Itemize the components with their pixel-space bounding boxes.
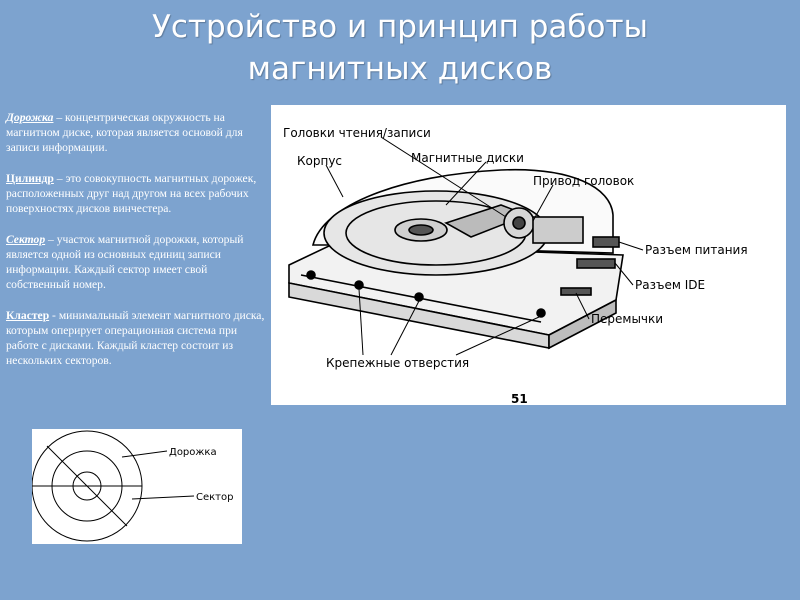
track-drawing: Дорожка Сектор [31, 430, 233, 542]
definition-text: это совокупность магнитных дорожек, расп… [6, 172, 257, 215]
slide-title: Устройство и принцип работы магнитных ди… [0, 6, 800, 90]
definition-cluster: Кластер - минимальный элемент магнитного… [6, 308, 268, 368]
label-actuator: Привод головок [533, 174, 634, 188]
leader-lines [325, 136, 644, 356]
term-sector: Сектор [6, 233, 46, 246]
label-power-connector: Разъем питания [645, 243, 748, 257]
term-cylinder: Цилиндр [6, 172, 54, 185]
definition-sector: Сектор – участок магнитной дорожки, кото… [6, 232, 268, 292]
title-line-1: Устройство и принцип работы [152, 9, 648, 45]
definitions-list: Дорожка – концентрическая окружность на … [6, 110, 268, 384]
hdd-diagram: Головки чтения/записи Корпус Магнитные д… [271, 105, 786, 406]
page-number: 51 [511, 392, 528, 405]
label-case: Корпус [297, 154, 342, 168]
label-heads: Головки чтения/записи [283, 126, 431, 140]
definition-text: участок магнитной дорожки, который являе… [6, 233, 244, 291]
label-track: Дорожка [169, 447, 217, 458]
label-platters: Магнитные диски [411, 151, 524, 165]
definition-separator: – [45, 233, 57, 246]
label-mount-holes: Крепежные отверстия [326, 356, 469, 370]
label-ide-connector: Разъем IDE [635, 278, 705, 292]
disk-circles [31, 430, 195, 542]
track-diagram: Дорожка Сектор [31, 429, 242, 544]
hdd-drawing: Головки чтения/записи Корпус Магнитные д… [283, 126, 748, 406]
label-sector: Сектор [196, 492, 233, 503]
definition-text: минимальный элемент магнитного диска, ко… [6, 309, 265, 367]
definition-text: концентрическая окружность на магнитном … [6, 111, 243, 154]
term-track: Дорожка [6, 111, 54, 124]
term-cluster: Кластер [6, 309, 50, 322]
definition-separator: – [53, 111, 66, 124]
title-line-2: магнитных дисков [247, 51, 553, 87]
definition-separator: – [53, 172, 66, 185]
definition-cylinder: Цилиндр – это совокупность магнитных дор… [6, 171, 268, 216]
definition-track: Дорожка – концентрическая окружность на … [6, 110, 268, 155]
hdd-illustration [288, 168, 624, 350]
definition-separator: - [49, 309, 59, 322]
label-jumpers: Перемычки [591, 312, 663, 326]
